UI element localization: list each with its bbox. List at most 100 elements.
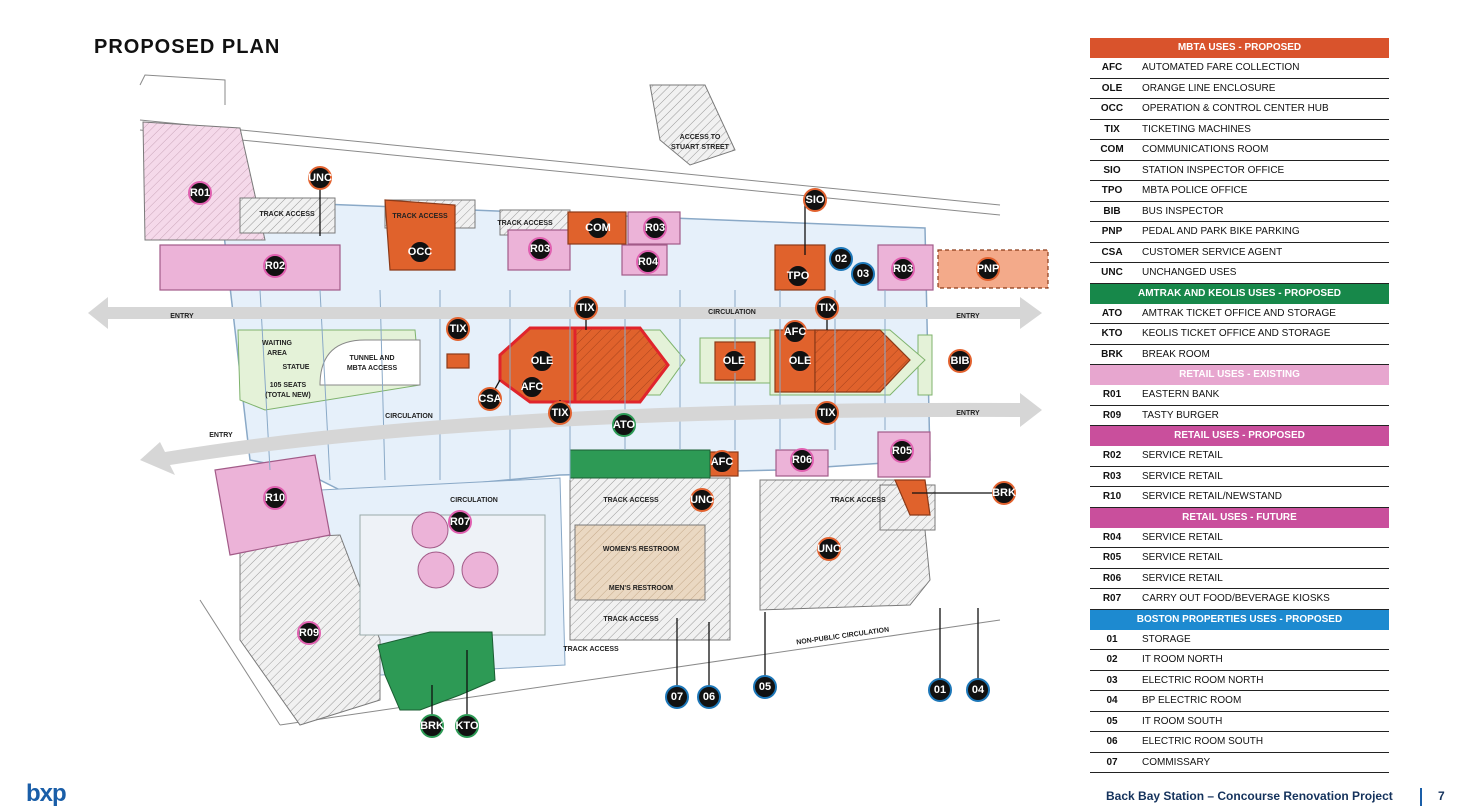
footer-project-title: Back Bay Station – Concourse Renovation …	[1106, 789, 1393, 803]
svg-text:TRACK ACCESS: TRACK ACCESS	[259, 211, 315, 218]
legend-description: TICKETING MACHINES	[1142, 123, 1251, 135]
legend-description: IT ROOM SOUTH	[1142, 715, 1223, 727]
legend-code: BIB	[1103, 205, 1121, 217]
marker-brk2: BRK	[420, 714, 444, 738]
marker-label: R01	[190, 187, 210, 199]
marker-label: OLE	[723, 355, 746, 367]
legend-code: AFC	[1101, 62, 1123, 74]
marker-label: OLE	[789, 355, 812, 367]
svg-text:STATUE: STATUE	[283, 364, 310, 371]
marker-r04: R04	[636, 250, 660, 274]
marker-r05: R05	[890, 439, 914, 463]
food-kiosks	[359, 511, 546, 636]
marker-label: TIX	[551, 407, 569, 419]
marker-m03: 03	[851, 262, 875, 286]
legend-description: OPERATION & CONTROL CENTER HUB	[1142, 103, 1329, 115]
legend-code: 01	[1106, 633, 1118, 645]
svg-text:MEN'S RESTROOM: MEN'S RESTROOM	[609, 585, 673, 592]
marker-label: R05	[892, 445, 912, 457]
marker-tpo: TPO	[786, 264, 810, 288]
marker-label: R09	[299, 627, 319, 639]
svg-text:CIRCULATION: CIRCULATION	[450, 497, 498, 504]
marker-label: 05	[759, 681, 771, 693]
marker-ole1: OLE	[530, 349, 554, 373]
legend-description: BUS INSPECTOR	[1142, 205, 1224, 217]
marker-label: R04	[638, 256, 659, 268]
footer-divider	[1420, 788, 1422, 806]
legend-code: BRK	[1101, 348, 1123, 360]
legend-code: PNP	[1101, 226, 1123, 238]
svg-text:ENTRY: ENTRY	[956, 313, 980, 320]
legend-code: TIX	[1104, 123, 1120, 135]
legend-code: COM	[1100, 144, 1124, 156]
marker-label: BRK	[992, 487, 1016, 499]
marker-label: COM	[585, 222, 611, 234]
legend-row: 05 IT ROOM SOUTH	[1090, 712, 1389, 732]
marker-tix5: TIX	[815, 401, 839, 425]
marker-ato: ATO	[612, 413, 636, 437]
svg-text:105 SEATS: 105 SEATS	[270, 382, 307, 389]
marker-label: KTO	[455, 720, 478, 732]
marker-r06: R06	[790, 448, 814, 472]
marker-tix3: TIX	[815, 296, 839, 320]
amtrak-keolis-rooms	[377, 449, 711, 711]
marker-label: BRK	[420, 720, 444, 732]
marker-label: TIX	[818, 302, 836, 314]
legend-description: TASTY BURGER	[1142, 409, 1219, 421]
legend-code: R04	[1102, 531, 1122, 543]
legend-description: MBTA POLICE OFFICE	[1142, 185, 1248, 197]
legend-code: R02	[1102, 450, 1122, 462]
marker-m06: 06	[697, 685, 721, 709]
plan-labels: TRACK ACCESS TRACK ACCESS TRACK ACCESS A…	[170, 134, 980, 653]
marker-m07: 07	[665, 685, 689, 709]
legend-description: UNCHANGED USES	[1142, 267, 1237, 279]
svg-text:MBTA ACCESS: MBTA ACCESS	[347, 365, 398, 372]
svg-text:TRACK ACCESS: TRACK ACCESS	[392, 213, 448, 220]
marker-r03c: R03	[891, 257, 915, 281]
legend-description: STATION INSPECTOR OFFICE	[1142, 164, 1285, 176]
marker-tix4: TIX	[548, 401, 572, 425]
legend-code: 02	[1106, 654, 1118, 666]
marker-afc1: AFC	[520, 375, 544, 399]
marker-label: AFC	[521, 381, 544, 393]
marker-m02: 02	[829, 247, 853, 271]
marker-pnp: PNP	[976, 257, 1000, 281]
marker-r10: R10	[263, 486, 287, 510]
bxp-logo: bxp	[26, 780, 67, 807]
legend-code: OCC	[1100, 103, 1124, 115]
legend-code: 06	[1106, 736, 1118, 748]
marker-label: R03	[530, 243, 550, 255]
legend-row: BIB BUS INSPECTOR	[1090, 202, 1389, 222]
marker-brk1: BRK	[992, 481, 1016, 505]
marker-tix2: TIX	[574, 296, 598, 320]
marker-label: TIX	[577, 302, 595, 314]
marker-r01: R01	[188, 181, 212, 205]
marker-label: 03	[857, 268, 869, 280]
marker-r02: R02	[263, 254, 287, 278]
marker-m01: 01	[928, 678, 952, 702]
svg-text:ENTRY: ENTRY	[956, 410, 980, 417]
marker-label: R03	[645, 222, 665, 234]
marker-com: COM	[585, 216, 611, 240]
legend-description: BP ELECTRIC ROOM	[1142, 695, 1242, 707]
marker-sio: SIO	[803, 188, 827, 212]
legend-description: BREAK ROOM	[1142, 348, 1210, 360]
legend-code: 05	[1106, 715, 1118, 727]
floor-plan: TRACK ACCESS TRACK ACCESS TRACK ACCESS A…	[88, 74, 1049, 738]
marker-label: UNC	[817, 543, 841, 555]
legend-code: R01	[1102, 389, 1122, 401]
